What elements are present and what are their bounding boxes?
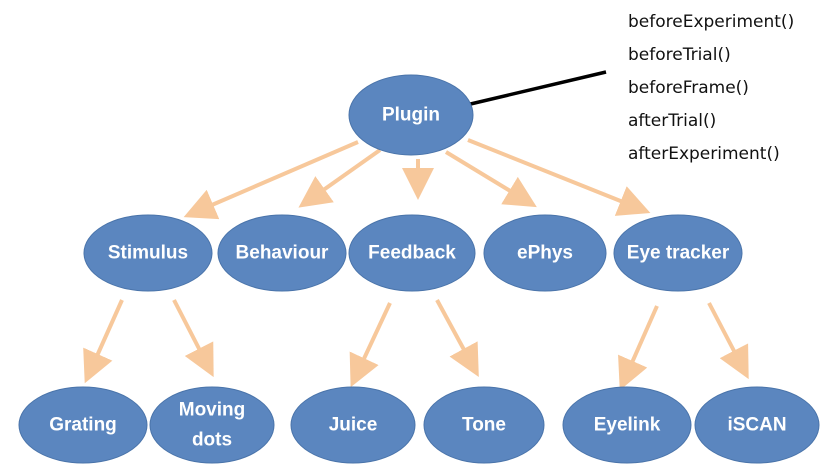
node-juice: Juice: [290, 386, 416, 464]
method-before-experiment: beforeExperiment(): [628, 12, 795, 32]
edge-plugin-behaviour: [298, 148, 382, 208]
node-moving-dots: Moving dots: [149, 386, 275, 464]
node-stimulus-label: Stimulus: [108, 243, 188, 264]
node-feedback: Feedback: [348, 214, 476, 292]
edge-plugin-ephys: [444, 150, 537, 208]
node-iscan: iSCAN: [694, 386, 820, 464]
method-after-experiment: afterExperiment(): [628, 144, 780, 164]
plugin-method-list: beforeExperiment() beforeTrial() beforeF…: [628, 6, 794, 171]
method-before-trial: beforeTrial(): [628, 45, 731, 65]
edge-stimulus-movingdots: [172, 299, 214, 378]
edge-eyetracker-eyelink: [618, 305, 659, 391]
method-after-trial: afterTrial(): [628, 111, 717, 131]
node-plugin-label: Plugin: [382, 105, 440, 126]
node-tone: Tone: [423, 386, 545, 464]
edge-stimulus-grating: [83, 299, 124, 384]
node-behaviour-label: Behaviour: [236, 243, 330, 264]
method-before-frame: beforeFrame(): [628, 78, 749, 98]
edge-plugin-stimulus: [183, 140, 359, 220]
edge-eyetracker-iscan: [707, 302, 749, 380]
node-grating-label: Grating: [49, 415, 117, 436]
node-stimulus: Stimulus: [83, 214, 213, 292]
methods-callout: [457, 70, 607, 112]
node-behaviour: Behaviour: [217, 214, 347, 292]
node-moving-dots-label-line1: Moving: [179, 400, 246, 421]
edges: [83, 138, 749, 391]
node-eyelink-label: Eyelink: [594, 415, 661, 436]
node-ephys: ePhys: [483, 214, 607, 292]
node-tone-label: Tone: [462, 415, 506, 436]
node-moving-dots-label-line2: dots: [192, 430, 232, 451]
node-feedback-label: Feedback: [368, 243, 456, 264]
node-eyelink: Eyelink: [562, 386, 692, 464]
node-eye-tracker: Eye tracker: [613, 214, 743, 292]
node-iscan-label: iSCAN: [727, 415, 786, 436]
node-grating: Grating: [18, 386, 148, 464]
node-juice-label: Juice: [329, 415, 378, 436]
node-ephys-label: ePhys: [517, 243, 573, 264]
edge-feedback-tone: [435, 299, 479, 378]
node-plugin: Plugin: [348, 74, 474, 156]
edge-plugin-eyetracker: [467, 138, 651, 216]
node-eye-tracker-label: Eye tracker: [627, 243, 730, 264]
edge-feedback-juice: [349, 302, 392, 388]
callout-line: [461, 70, 607, 108]
